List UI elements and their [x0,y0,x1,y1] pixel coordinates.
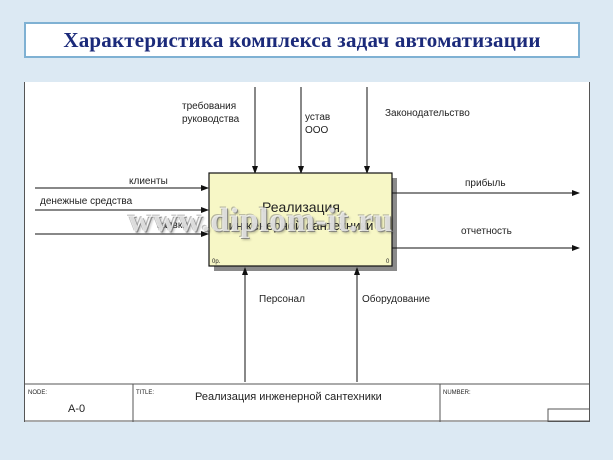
function-box-number: 0 [386,259,390,265]
input-label-3: заявки [157,220,188,231]
input-label-2: денежные средства [40,196,133,207]
function-label-line1: Реализация [262,199,340,215]
control-label-2b: ООО [305,125,329,136]
control-label-2a: устав [305,112,330,123]
footer-node-value: A-0 [68,403,85,415]
function-label-line2: инженерной сантехники [229,218,374,233]
control-label-1b: руководства [182,114,240,125]
function-box-cost: 0р. [212,259,221,265]
function-box [208,172,393,267]
output-label-2: отчетность [461,226,512,237]
footer-title-value: Реализация инженерной сантехники [195,391,382,403]
footer-title-label: TITLE: [136,390,154,396]
control-label-1a: требования [182,100,236,112]
input-label-1: клиенты [129,176,168,187]
idef0-canvas: требования руководства устав ООО Законод… [25,87,589,422]
slide-title: Характеристика комплекса задач автоматиз… [63,27,541,52]
footer-node-label: NODE: [28,390,47,396]
slide-title-box: Характеристика комплекса задач автоматиз… [24,22,580,58]
mechanism-label-1: Персонал [259,294,305,305]
footer-number-label: NUMBER: [443,390,471,396]
mechanism-label-2: Оборудование [362,293,430,305]
idef0-diagram: требования руководства устав ООО Законод… [24,82,590,422]
footer-number-box [547,408,589,422]
output-label-1: прибыль [465,177,506,189]
control-label-3: Законодательство [385,108,470,119]
